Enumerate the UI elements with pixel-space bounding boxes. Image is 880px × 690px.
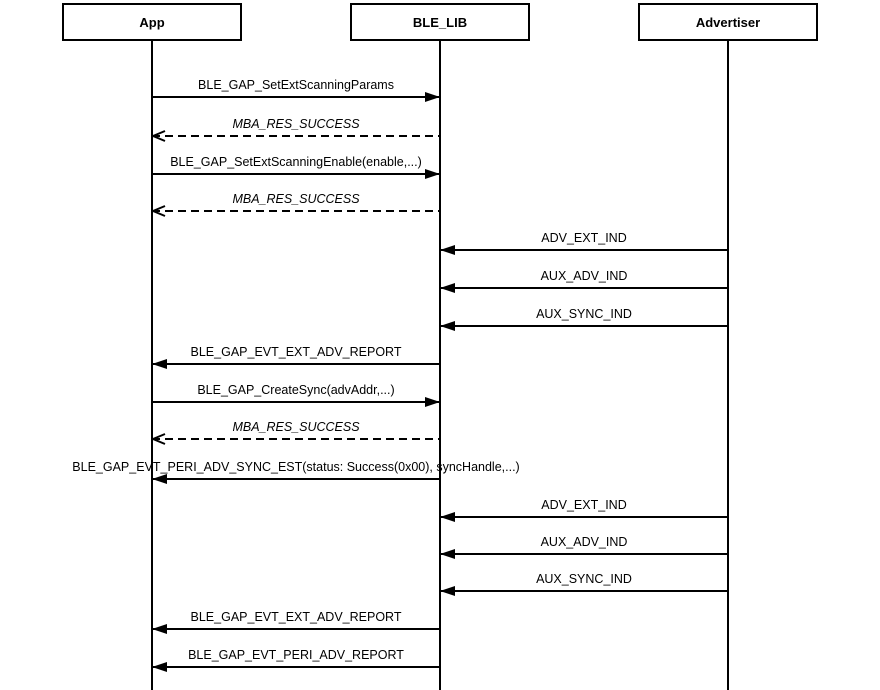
actor-label: Advertiser <box>695 14 761 30</box>
filled-arrowhead-icon <box>152 359 167 369</box>
message-line <box>440 325 728 327</box>
filled-arrowhead-icon <box>425 397 440 407</box>
open-arrowhead-icon <box>152 433 166 445</box>
filled-arrowhead-icon <box>425 92 440 102</box>
message-label: BLE_GAP_EVT_EXT_ADV_REPORT <box>190 610 402 624</box>
message-line <box>440 249 728 251</box>
message-line <box>152 96 440 98</box>
filled-arrowhead-icon <box>440 245 455 255</box>
filled-arrowhead-icon <box>152 624 167 634</box>
message-label: ADV_EXT_IND <box>541 498 627 512</box>
actor-box-ble_lib: BLE_LIB <box>350 3 530 41</box>
filled-arrowhead-icon <box>440 283 455 293</box>
filled-arrowhead-icon <box>152 474 167 484</box>
message-label: MBA_RES_SUCCESS <box>232 117 360 131</box>
message-line <box>152 363 440 365</box>
message-label: BLE_GAP_EVT_PERI_ADV_REPORT <box>188 648 404 662</box>
message-line <box>440 590 728 592</box>
open-arrowhead-icon <box>152 130 166 142</box>
lifeline-ble_lib <box>439 41 441 690</box>
filled-arrowhead-icon <box>440 586 455 596</box>
actor-label: BLE_LIB <box>412 14 468 30</box>
open-arrowhead-icon <box>152 205 166 217</box>
message-label: BLE_GAP_EVT_EXT_ADV_REPORT <box>190 345 402 359</box>
message-label: AUX_ADV_IND <box>540 535 628 549</box>
message-label: BLE_GAP_EVT_PERI_ADV_SYNC_EST(status: Su… <box>72 460 520 474</box>
message-label: MBA_RES_SUCCESS <box>232 420 360 434</box>
actor-box-advertiser: Advertiser <box>638 3 818 41</box>
message-label: ADV_EXT_IND <box>541 231 627 245</box>
lifeline-app <box>151 41 153 690</box>
actor-label: App <box>139 14 165 30</box>
message-line <box>152 628 440 630</box>
message-label: AUX_SYNC_IND <box>536 572 632 586</box>
message-label: MBA_RES_SUCCESS <box>232 192 360 206</box>
filled-arrowhead-icon <box>440 321 455 331</box>
message-line <box>152 666 440 668</box>
message-line <box>152 438 440 440</box>
message-label: BLE_GAP_SetExtScanningEnable(enable,...) <box>170 155 422 169</box>
actor-box-app: App <box>62 3 242 41</box>
message-label: AUX_ADV_IND <box>540 269 628 283</box>
filled-arrowhead-icon <box>440 512 455 522</box>
message-line <box>152 210 440 212</box>
filled-arrowhead-icon <box>440 549 455 559</box>
message-label: BLE_GAP_CreateSync(advAddr,...) <box>197 383 395 397</box>
message-label: BLE_GAP_SetExtScanningParams <box>198 78 394 92</box>
message-line <box>152 173 440 175</box>
lifeline-advertiser <box>727 41 729 690</box>
message-line <box>440 516 728 518</box>
filled-arrowhead-icon <box>152 662 167 672</box>
message-line <box>440 553 728 555</box>
filled-arrowhead-icon <box>425 169 440 179</box>
message-line <box>152 478 440 480</box>
message-label: AUX_SYNC_IND <box>536 307 632 321</box>
message-line <box>152 401 440 403</box>
message-line <box>440 287 728 289</box>
message-line <box>152 135 440 137</box>
